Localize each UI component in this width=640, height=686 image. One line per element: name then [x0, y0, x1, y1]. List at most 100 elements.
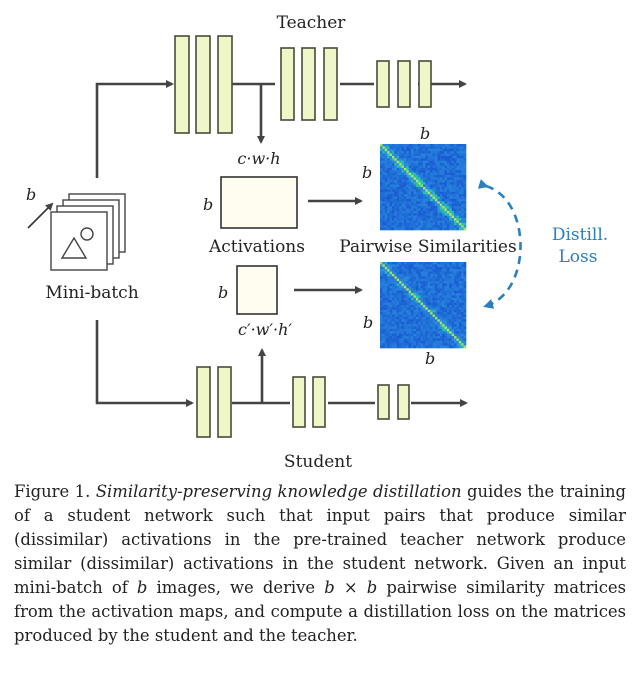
heatmap-cell: [425, 278, 429, 282]
heatmap-cell: [401, 328, 405, 332]
heatmap-cell: [399, 278, 402, 282]
heatmap-cell: [420, 281, 424, 284]
heatmap-cell: [463, 321, 467, 325]
heatmap-cell: [454, 153, 457, 157]
heatmap-cell: [427, 266, 431, 270]
heatmap-cell: [403, 220, 407, 224]
heatmap-cell: [396, 324, 400, 327]
heatmap-cell: [408, 305, 412, 308]
heatmap-cell: [387, 208, 390, 212]
heatmap-cell: [434, 316, 438, 320]
heatmap-cell: [439, 182, 443, 185]
heatmap-cell: [439, 189, 443, 193]
heatmap-cell: [384, 218, 388, 221]
heatmap-cell: [411, 177, 414, 181]
heatmap-cell: [434, 198, 438, 202]
heatmap-cell: [391, 266, 395, 270]
heatmap-cell: [451, 196, 455, 200]
heatmap-cell: [389, 345, 393, 349]
heatmap-cell: [442, 155, 445, 159]
heatmap-cell: [423, 276, 426, 280]
heatmap-cell: [403, 276, 407, 280]
heatmap-cell: [401, 343, 405, 346]
heatmap-cell: [401, 155, 405, 159]
heatmap-cell: [461, 288, 464, 291]
heatmap-cell: [463, 266, 467, 270]
heatmap-cell: [408, 191, 412, 195]
heatmap-cell: [418, 167, 421, 171]
heatmap-cell: [451, 305, 455, 308]
heatmap-cell: [442, 264, 445, 268]
heatmap-cell: [413, 175, 417, 178]
heatmap-cell: [449, 262, 452, 265]
heatmap-cell: [387, 198, 390, 202]
heatmap-cell: [432, 172, 436, 176]
heatmap-cell: [451, 319, 455, 323]
heatmap-cell: [394, 191, 398, 195]
heatmap-cell: [463, 213, 467, 216]
heatmap-cell: [384, 175, 388, 178]
heatmap-cell: [430, 201, 433, 205]
heatmap-cell: [394, 293, 398, 296]
heatmap-cell: [391, 196, 395, 200]
heatmap-cell: [461, 203, 464, 207]
heatmap-cell: [451, 144, 455, 147]
heatmap-cell: [439, 158, 443, 162]
heatmap-cell: [423, 262, 426, 265]
heatmap-cell: [380, 319, 383, 323]
heatmap-cell: [427, 328, 431, 332]
heatmap-cell: [380, 191, 383, 195]
heatmap-cell: [456, 266, 460, 270]
heatmap-cell: [451, 283, 455, 287]
heatmap-cell: [444, 295, 448, 299]
heatmap-cell: [446, 182, 450, 185]
heatmap-cell: [399, 148, 402, 152]
heatmap-cell: [403, 153, 407, 157]
heatmap-cell: [418, 333, 421, 337]
heatmap-cell: [396, 158, 400, 162]
heatmap-cell: [415, 343, 419, 346]
heatmap-cell: [458, 345, 462, 349]
heatmap-cell: [451, 290, 455, 294]
heatmap-cell: [434, 213, 438, 216]
heatmap-cell: [389, 148, 393, 152]
heatmap-cell: [432, 155, 436, 159]
heatmap-cell: [434, 262, 438, 265]
heatmap-cell: [420, 331, 424, 334]
heatmap-cell: [403, 321, 407, 325]
heatmap-cell: [463, 179, 467, 183]
heatmap-cell: [396, 281, 400, 284]
heatmap-cell: [439, 321, 443, 325]
heatmap-cell: [396, 153, 400, 157]
heatmap-cell: [380, 285, 383, 289]
heatmap-cell: [449, 343, 452, 346]
teacher-layer: [301, 47, 316, 121]
heatmap-cell: [391, 177, 395, 181]
heatmap-cell: [449, 331, 452, 334]
heatmap-cell: [389, 198, 393, 202]
heatmap-cell: [449, 307, 452, 311]
heatmap-cell: [396, 225, 400, 228]
heatmap-cell: [434, 218, 438, 221]
heatmap-cell: [415, 163, 419, 166]
heatmap-cell: [382, 220, 386, 224]
heatmap-cell: [387, 295, 390, 299]
heatmap-cell: [387, 293, 390, 296]
heatmap-cell: [451, 340, 455, 344]
heatmap-cell: [451, 177, 455, 181]
heatmap-cell: [396, 309, 400, 313]
heatmap-cell: [439, 179, 443, 183]
heatmap-cell: [401, 210, 405, 214]
heatmap-cell: [451, 338, 455, 342]
heatmap-cell: [406, 328, 409, 332]
heatmap-cell: [463, 290, 467, 294]
heatmap-cell: [401, 305, 405, 308]
heatmap-cell: [413, 314, 417, 318]
heatmap-cell: [442, 314, 445, 318]
student-activation-dims: c′·w′·h′: [238, 320, 292, 339]
heatmap-cell: [439, 302, 443, 306]
heatmap-cell: [389, 269, 393, 272]
heatmap-cell: [437, 326, 441, 330]
heatmap-cell: [399, 201, 402, 205]
heatmap-cell: [406, 187, 409, 190]
